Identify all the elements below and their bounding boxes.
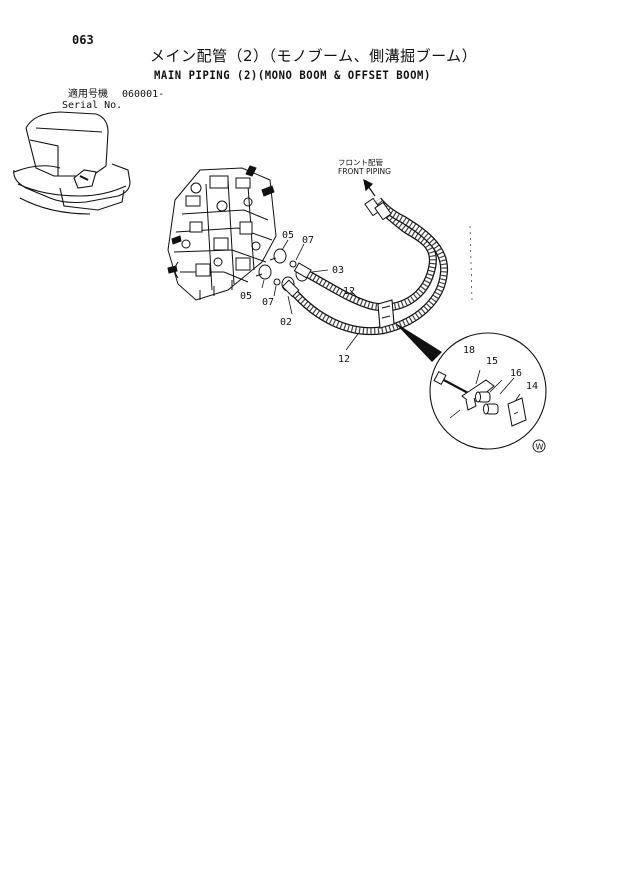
control-valve-icon bbox=[167, 165, 277, 301]
part-label-18: 18 bbox=[463, 345, 475, 356]
page-title-en: MAIN PIPING (2)(MONO BOOM & OFFSET BOOM) bbox=[154, 68, 431, 82]
part-label-16: 16 bbox=[510, 368, 522, 379]
part-label-12-upper: 12 bbox=[343, 286, 355, 297]
part-label-07-upper: 07 bbox=[302, 235, 314, 246]
marker-w-label: W bbox=[536, 443, 544, 452]
part-label-03: 03 bbox=[332, 265, 344, 276]
page-title-jp: メイン配管（2）（モノブーム、側溝掘ブーム） bbox=[150, 47, 478, 65]
part-label-05-upper: 05 bbox=[282, 230, 294, 241]
direction-arrow-icon bbox=[363, 178, 376, 197]
clamp-detail-icon bbox=[429, 332, 547, 450]
leader-lines bbox=[261, 239, 521, 419]
serial-label-jp: 適用号機 bbox=[68, 89, 108, 100]
hose-assemblies bbox=[281, 197, 449, 336]
part-label-14: 14 bbox=[526, 381, 538, 392]
front-piping-label-en: FRONT PIPING bbox=[338, 167, 391, 176]
front-piping-label-jp: フロント配管 bbox=[338, 157, 383, 167]
part-label-07-lower: 07 bbox=[262, 297, 274, 308]
serial-value: 060001- bbox=[122, 89, 165, 100]
page-number: 063 bbox=[72, 33, 94, 47]
machine-thumbnail-icon bbox=[13, 111, 131, 215]
reference-line bbox=[469, 225, 473, 301]
part-label-02: 02 bbox=[280, 317, 292, 328]
part-label-15: 15 bbox=[486, 356, 498, 367]
marker-w-icon: W bbox=[532, 439, 546, 453]
part-label-05-lower: 05 bbox=[240, 291, 252, 302]
part-label-12-lower: 12 bbox=[338, 354, 350, 365]
serial-label-en: Serial No. bbox=[62, 100, 123, 111]
